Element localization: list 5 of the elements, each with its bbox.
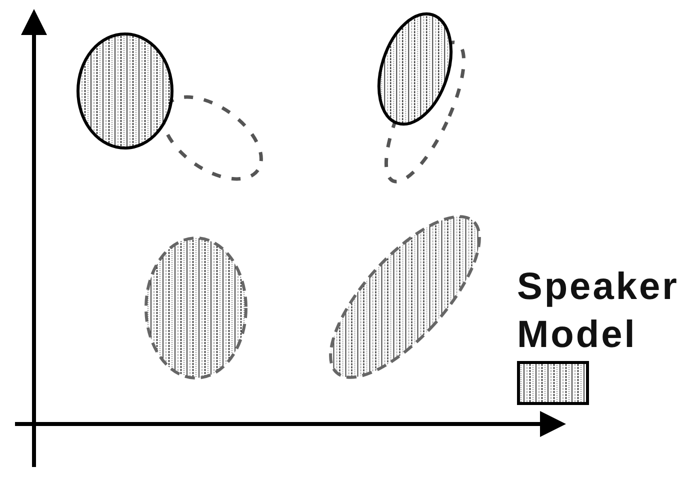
hatched-ellipse: [378, 12, 452, 126]
hatched-ellipse: [76, 32, 174, 150]
hatched-ellipse: [329, 215, 481, 379]
legend-label: Speaker Model: [517, 265, 679, 358]
hatched-ellipse: [144, 236, 248, 380]
